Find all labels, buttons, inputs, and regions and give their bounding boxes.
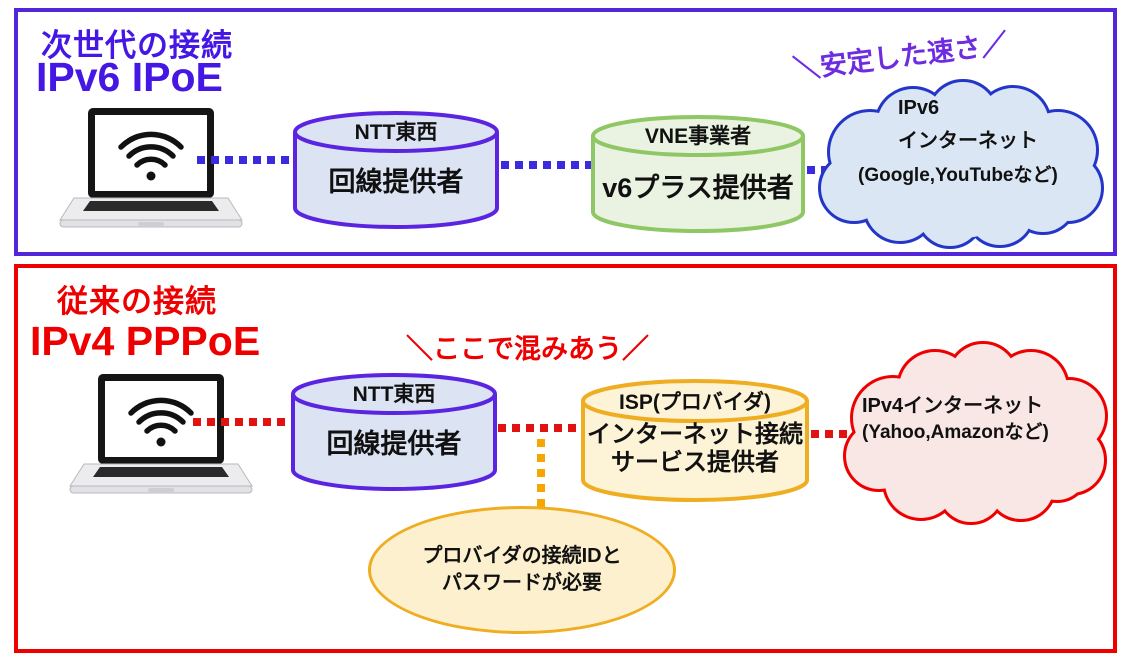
ntt-header: NTT東西 [352, 383, 436, 406]
vne-body-label: v6プラス提供者 [602, 173, 794, 203]
isp-cylinder: ISP(プロバイダ) インターネット接続 サービス提供者 [581, 378, 809, 505]
isp-body-line1: インターネット接続 [587, 421, 803, 448]
legacy-title: 従来の接続 [57, 284, 217, 319]
isp-header: ISP(プロバイダ) [619, 391, 771, 414]
wifi-icon [118, 131, 184, 168]
cylinder-shape [293, 111, 499, 229]
cylinder-shape [291, 373, 497, 491]
ipv6-cloud [816, 78, 1108, 255]
ipv4-cloud-line1: IPv4インターネット [862, 395, 1044, 417]
connector-note-vertical [537, 439, 545, 507]
provider-credentials-note: プロバイダの接続IDと パスワードが必要 [368, 506, 676, 634]
ipv6-ipoe-title: IPv6 IPoE [36, 54, 223, 100]
note-line2: パスワードが必要 [442, 572, 602, 594]
ipv4-cloud-line2: (Yahoo,Amazonなど) [862, 422, 1049, 443]
ntt-body-label: 回線提供者 [326, 429, 462, 459]
ntt-header: NTT東西 [354, 121, 438, 144]
cylinder-shape [591, 115, 805, 233]
connector-ntt-vne [501, 161, 591, 169]
connector-laptop-ntt-bottom [193, 418, 291, 426]
note-line1: プロバイダの接続IDと [422, 545, 622, 567]
wifi-icon [128, 397, 194, 434]
connector-laptop-ntt-top [197, 156, 293, 164]
next-gen-title: 次世代の接続 [41, 28, 233, 63]
congestion-annotation: ＼ここで混みあう／ [406, 334, 649, 364]
isp-body-line2: サービス提供者 [611, 449, 779, 476]
ntt-body-label: 回線提供者 [328, 167, 464, 197]
cylinder-shape [581, 379, 809, 502]
ipv6-cloud-line2: インターネット [898, 130, 1038, 152]
ipv6-cloud-line1: IPv6 [898, 97, 940, 119]
ipv6-cloud-line3: (Google,YouTubeなど) [858, 165, 1058, 186]
ipv4-cloud [841, 338, 1109, 537]
connector-ntt-isp [498, 424, 582, 432]
ntt-cylinder-top: NTT東西 回線提供者 [293, 110, 499, 232]
ipv4-pppoe-title: IPv4 PPPoE [30, 318, 261, 364]
vne-cylinder: VNE事業者 v6プラス提供者 [591, 114, 805, 236]
vne-header: VNE事業者 [644, 125, 752, 148]
laptop-icon [56, 106, 246, 239]
connector-isp-cloud [811, 430, 857, 438]
ntt-cylinder-bottom: NTT東西 回線提供者 [291, 372, 497, 494]
laptop-icon [66, 372, 256, 505]
